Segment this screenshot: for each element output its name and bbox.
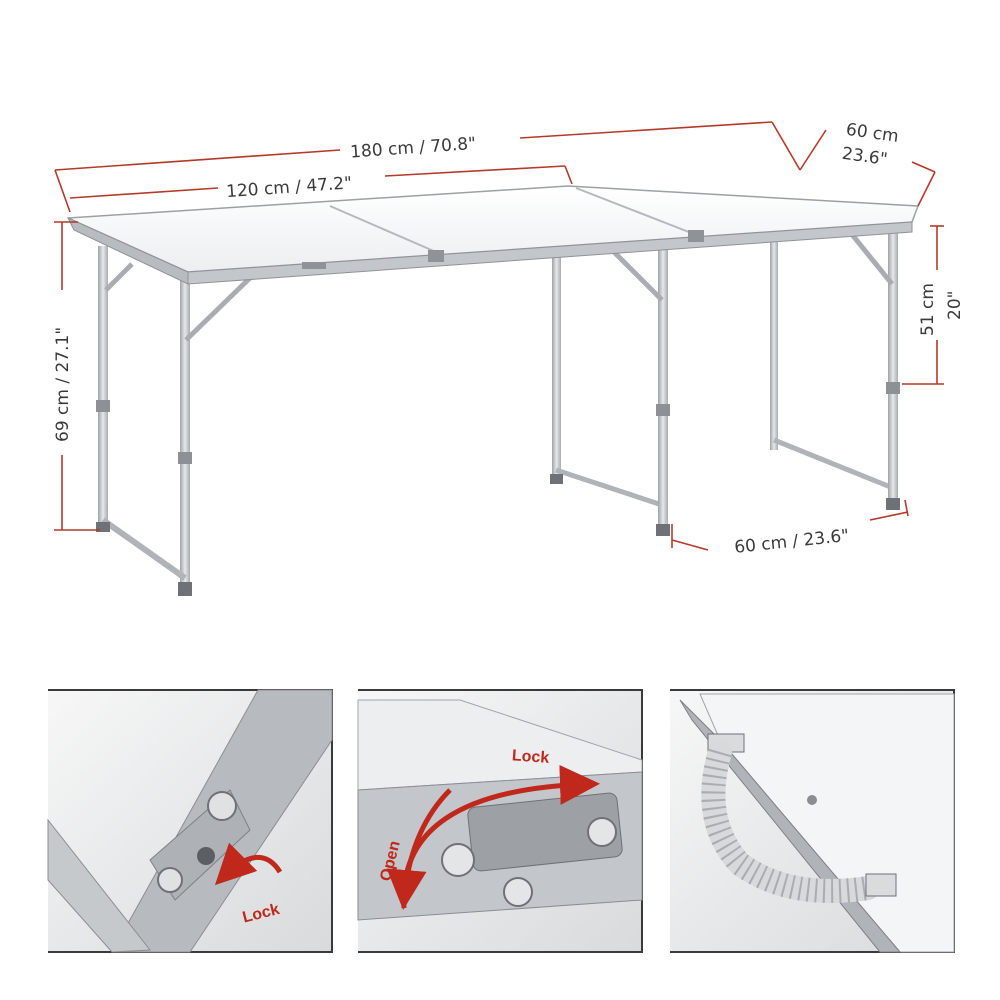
dimension-depth-cm: 60 cm xyxy=(845,120,900,147)
dimension-depth-in: 23.6" xyxy=(841,144,889,170)
hinge xyxy=(688,230,704,242)
dimension-inner-length: 120 cm / 47.2" xyxy=(226,173,353,202)
table-legs xyxy=(96,226,900,596)
lock-arrow-icon xyxy=(214,842,283,886)
carry-handle xyxy=(701,740,880,903)
dimension-low-height-in: 20" xyxy=(945,291,965,320)
latch-lock-label: Lock xyxy=(511,747,550,767)
open-arrow-icon xyxy=(386,788,452,910)
hinge xyxy=(428,250,444,262)
dimension-low-height-cm: 51 cm xyxy=(918,283,938,336)
latch-plate xyxy=(467,792,623,872)
screw-icon xyxy=(441,843,475,877)
carry-latch xyxy=(302,262,326,269)
dimension-total-length: 180 cm / 70.8" xyxy=(350,134,477,163)
dimension-leg-span: 60 cm / 23.6" xyxy=(733,526,850,558)
detail-panel-leg-hinge: Lock xyxy=(47,689,333,953)
rivet-icon xyxy=(207,791,237,821)
screw-icon xyxy=(587,817,617,847)
lock-slot-icon xyxy=(197,847,215,865)
rivet-icon xyxy=(157,867,183,893)
screw-icon xyxy=(503,877,533,907)
dimension-height: 69 cm / 27.1" xyxy=(53,327,73,442)
handle-clip xyxy=(865,873,897,897)
detail-panel-latch: Lock Open xyxy=(357,689,643,953)
detail-panel-handle xyxy=(670,689,955,953)
table-top xyxy=(66,185,920,285)
folding-table xyxy=(66,185,920,596)
